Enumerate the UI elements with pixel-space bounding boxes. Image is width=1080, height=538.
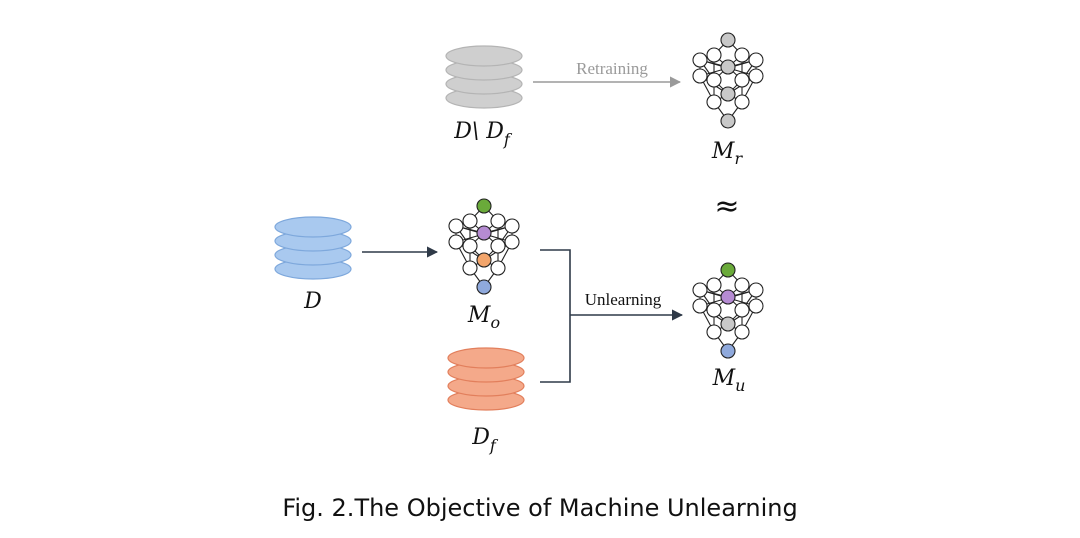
- retain-set-label: D\ Df: [453, 119, 513, 149]
- unlearned-model-node: [692, 298, 708, 314]
- retrained-model-node: [720, 59, 736, 75]
- original-model-node: [490, 238, 506, 254]
- unlearned-model-node: [720, 289, 736, 305]
- retrained-model-node: [748, 68, 764, 84]
- unlearned-model-node: [734, 277, 750, 293]
- original-model-label: Mo: [467, 303, 500, 332]
- original-model-node: [476, 225, 492, 241]
- full-dataset-disk: [274, 216, 352, 238]
- retrained-model-node: [748, 52, 764, 68]
- caption-prefix: Fig. 2.: [282, 494, 355, 522]
- retrained-model-node: [706, 47, 722, 63]
- original-model-node: [462, 260, 478, 276]
- retrained-model-node: [706, 94, 722, 110]
- full-dataset-icon: [274, 216, 352, 280]
- unlearned-model-node: [706, 302, 722, 318]
- unlearned-model-network-icon: [692, 262, 764, 359]
- forget-dataset-icon: [447, 347, 525, 411]
- unlearned-model-node: [748, 282, 764, 298]
- caption-text: The Objective of Machine Unlearning: [354, 494, 798, 522]
- original-model-network-icon: [448, 198, 520, 295]
- original-model-node: [490, 213, 506, 229]
- retrained-model-network-icon: [692, 32, 764, 129]
- retrained-model-node: [734, 94, 750, 110]
- unlearned-model-node: [720, 343, 736, 359]
- retrained-model-node: [720, 32, 736, 48]
- approx-symbol: ≈: [714, 189, 739, 224]
- unlearned-model-node: [706, 277, 722, 293]
- retrained-model-label: Mr: [711, 139, 744, 168]
- unlearning-arrow-label: Unlearning: [585, 290, 662, 309]
- retrained-model-node: [706, 72, 722, 88]
- retrained-model-node: [734, 47, 750, 63]
- forget-dataset-disk: [447, 347, 525, 369]
- forget-set-label: Df: [471, 425, 499, 455]
- unlearned-model-node: [734, 324, 750, 340]
- original-model-node: [490, 260, 506, 276]
- retain-dataset-disk: [445, 45, 523, 67]
- original-model-node: [476, 252, 492, 268]
- original-model-node: [504, 234, 520, 250]
- unlearned-model-node: [748, 298, 764, 314]
- original-model-node: [448, 218, 464, 234]
- original-model-node: [448, 234, 464, 250]
- unlearned-model-node: [706, 324, 722, 340]
- full-set-label: D: [303, 289, 322, 314]
- retraining-arrow-label: Retraining: [576, 59, 648, 78]
- original-model-node: [462, 238, 478, 254]
- retrained-model-node: [692, 68, 708, 84]
- unlearning-bracket: [540, 249, 571, 383]
- retrained-model-node: [720, 86, 736, 102]
- original-model-node: [476, 279, 492, 295]
- retrained-model-node: [720, 113, 736, 129]
- figure-caption: Fig. 2.The Objective of Machine Unlearni…: [0, 494, 1080, 522]
- retrained-model-node: [692, 52, 708, 68]
- retrained-model-node: [734, 72, 750, 88]
- unlearned-model-node: [720, 316, 736, 332]
- unlearned-model-node: [692, 282, 708, 298]
- unlearned-model-label: Mu: [712, 366, 746, 395]
- retain-dataset-icon: [445, 45, 523, 109]
- unlearned-model-node: [720, 262, 736, 278]
- unlearned-model-node: [734, 302, 750, 318]
- original-model-node: [462, 213, 478, 229]
- original-model-node: [476, 198, 492, 214]
- original-model-node: [504, 218, 520, 234]
